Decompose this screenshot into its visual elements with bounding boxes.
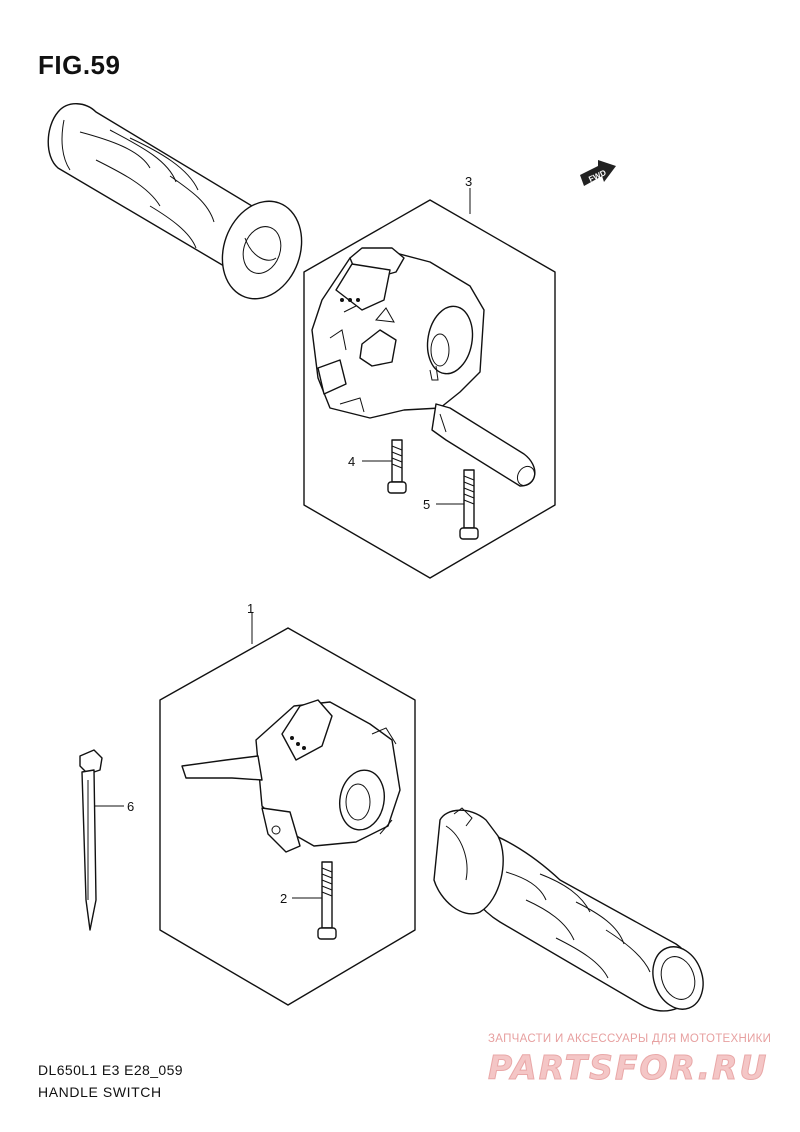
group-boundary-1 — [159, 627, 416, 1006]
figure-title: FIG.59 — [38, 50, 121, 80]
left-switch-housing-part — [181, 699, 401, 853]
group-boundary-3 — [303, 199, 556, 579]
callout-6: 6 — [127, 799, 134, 814]
cable-tie-part-6 — [79, 749, 103, 931]
callout-4: 4 — [348, 454, 355, 469]
callout-1: 1 — [247, 601, 254, 616]
right-switch-housing-part — [311, 247, 536, 487]
right-grip-part — [433, 807, 704, 1012]
watermark-brand: PARTSFOR.RU — [487, 1048, 769, 1088]
model-code: DL650L1 E3 E28_059 — [38, 1062, 183, 1078]
screw-part-4 — [387, 439, 407, 494]
screw-part-2 — [317, 861, 337, 940]
callout-2: 2 — [280, 891, 287, 906]
section-name: HANDLE SWITCH — [38, 1084, 162, 1100]
callout-3: 3 — [465, 174, 472, 189]
left-grip-part — [47, 103, 303, 300]
forward-arrow-icon: FWD — [580, 160, 616, 186]
watermark-subtitle: ЗАПЧАСТИ И АКСЕССУАРЫ ДЛЯ МОТОТЕХНИКИ — [488, 1033, 772, 1045]
screw-part-5 — [459, 469, 479, 540]
callout-5: 5 — [423, 497, 430, 512]
